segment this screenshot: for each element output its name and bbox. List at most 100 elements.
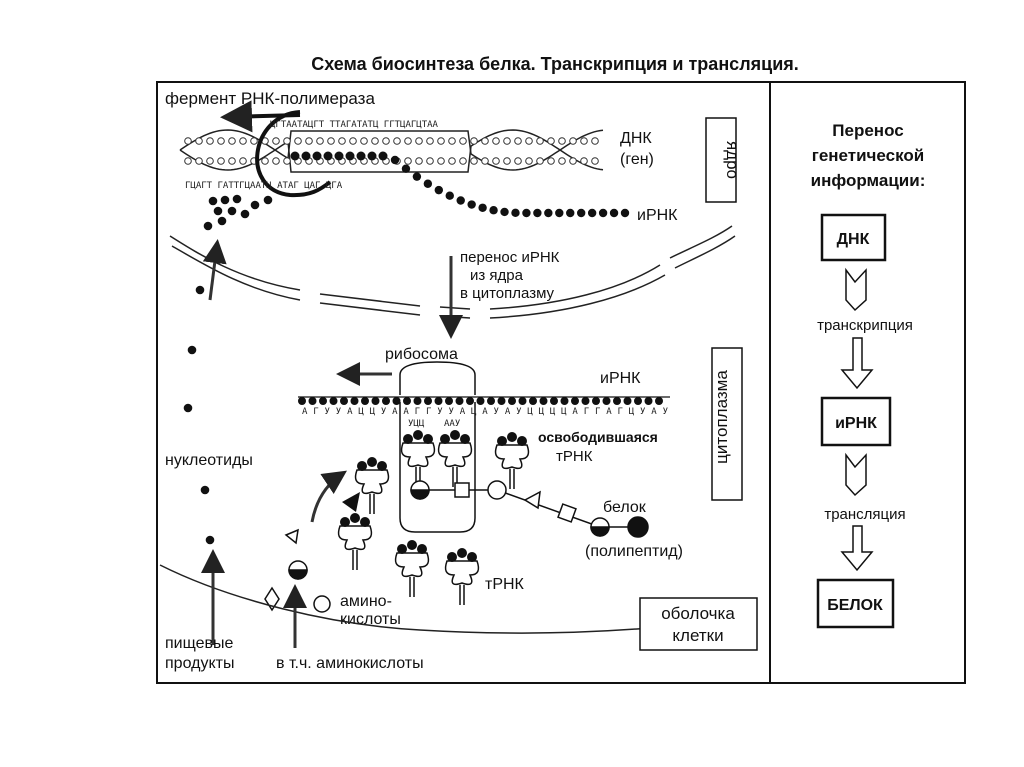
mrna-nucleotide xyxy=(592,397,600,405)
dna-base xyxy=(580,137,588,145)
trna xyxy=(444,548,480,605)
dna-label: ДНК xyxy=(620,130,652,147)
mrna-nucleotide xyxy=(539,397,548,405)
free-nucleotide xyxy=(205,535,215,545)
anticodon-base xyxy=(447,552,457,562)
released-trna-line-2: тРНК xyxy=(556,448,593,465)
flow-process-transcription: транскрипция xyxy=(817,317,913,334)
cytoplasm-label-box xyxy=(711,347,743,501)
flow-step-protein: БЕЛОК xyxy=(827,597,883,614)
anticodon-base xyxy=(450,430,460,440)
mrna-nucleotide xyxy=(390,155,400,165)
mrna-nucleotide xyxy=(424,397,432,405)
mrna-nucleotide xyxy=(323,151,333,161)
dna-strand xyxy=(179,129,604,173)
flow-heading-2: генетической xyxy=(812,146,924,165)
mrna-nucleotide xyxy=(478,203,487,212)
mrna-nucleotide xyxy=(466,397,474,405)
mrna-nucleotide xyxy=(455,397,464,405)
trna xyxy=(400,430,436,487)
dna-base xyxy=(283,157,291,165)
mrna-nucleotide xyxy=(392,397,401,405)
dna-base xyxy=(437,137,445,145)
mrna-nucleotide xyxy=(361,397,369,405)
mrna-nucleotide xyxy=(456,196,465,205)
anticodon-base xyxy=(350,513,360,523)
ribosome-large-subunit xyxy=(399,402,476,533)
dna-base xyxy=(239,157,247,165)
ribosome-label: рибосома xyxy=(385,346,458,363)
anticodon-base xyxy=(367,457,377,467)
mrna-label-nucleus: иРНК xyxy=(637,207,678,224)
anticodon-base xyxy=(413,430,423,440)
flow-process-translation: трансляция xyxy=(824,506,905,523)
dna-base xyxy=(184,137,192,145)
dna-base xyxy=(536,157,544,165)
dna-base xyxy=(525,157,533,165)
mrna-nucleotide xyxy=(602,397,611,405)
dna-base xyxy=(195,157,203,165)
mrna-nucleotide xyxy=(319,397,327,405)
mrna-nucleotide xyxy=(609,208,619,218)
free-nucleotide xyxy=(232,194,242,204)
free-nucleotide xyxy=(195,285,205,295)
dna-base xyxy=(536,137,544,145)
mrna-nucleotide xyxy=(312,151,322,161)
trna-body xyxy=(394,552,430,578)
anticodon-base xyxy=(423,434,433,444)
dna-base xyxy=(525,137,533,145)
ribosome-small-subunit xyxy=(399,361,476,395)
dna-base xyxy=(492,137,500,145)
diagram-title: Схема биосинтеза белка. Транскрипция и т… xyxy=(311,54,799,74)
free-nucleotide xyxy=(263,195,273,205)
dna-base xyxy=(349,137,357,145)
free-nucleotide xyxy=(208,196,218,206)
free-nucleotide xyxy=(203,221,213,231)
mrna-nucleotide xyxy=(356,151,366,161)
mrna-nucleotide xyxy=(489,206,498,215)
anticodon-base xyxy=(357,461,367,471)
dna-base xyxy=(338,137,346,145)
dna-base xyxy=(294,137,302,145)
nuclear-envelope xyxy=(169,225,736,319)
dna-base xyxy=(470,157,478,165)
dna-base xyxy=(448,157,456,165)
dna-base xyxy=(514,137,522,145)
dna-base xyxy=(206,157,214,165)
dna-base xyxy=(272,157,280,165)
free-nucleotide xyxy=(183,403,193,413)
mrna-nucleotide xyxy=(598,208,608,218)
dna-base xyxy=(327,137,335,145)
mrna-nucleotide xyxy=(544,208,553,218)
mrna-nucleotide xyxy=(334,151,344,161)
mrna-nucleotide xyxy=(644,397,653,405)
dna-base xyxy=(283,137,291,145)
anticodon-base xyxy=(507,432,517,442)
flow-box-dna xyxy=(820,213,887,262)
food-line-1: пищевые xyxy=(165,635,233,652)
dna-base xyxy=(459,137,467,145)
flow-arrows xyxy=(840,267,874,572)
mrna-nucleotide xyxy=(378,151,388,161)
flow-heading-3: информации: xyxy=(811,171,926,190)
mrna-nucleotide xyxy=(382,397,390,405)
mrna-nucleotide xyxy=(412,172,422,181)
incl-amino-acids-label: в т.ч. аминокислоты xyxy=(276,655,424,672)
trna-body xyxy=(400,442,436,468)
dna-top-sequence: ЦГТААТАЦГТ ТТАГАТАТЦ ГГТЦАГЦТАА xyxy=(270,120,439,130)
mrna-nucleotide xyxy=(403,397,411,405)
dna-base xyxy=(272,137,280,145)
mrna-strand-cytoplasm xyxy=(298,396,670,405)
transfer-line-3: в цитоплазму xyxy=(460,285,555,302)
anticodon-base xyxy=(417,544,427,554)
mrna-nucleotide xyxy=(529,397,537,405)
trna-label: тРНК xyxy=(485,576,525,593)
mrna-nucleotide xyxy=(566,208,575,218)
dna-base xyxy=(481,157,489,165)
dna-base xyxy=(591,157,599,165)
anticodon-base xyxy=(360,517,370,527)
mrna-nucleotide xyxy=(413,397,422,405)
flow-box-mrna xyxy=(820,396,892,447)
free-nucleotide xyxy=(200,485,210,495)
